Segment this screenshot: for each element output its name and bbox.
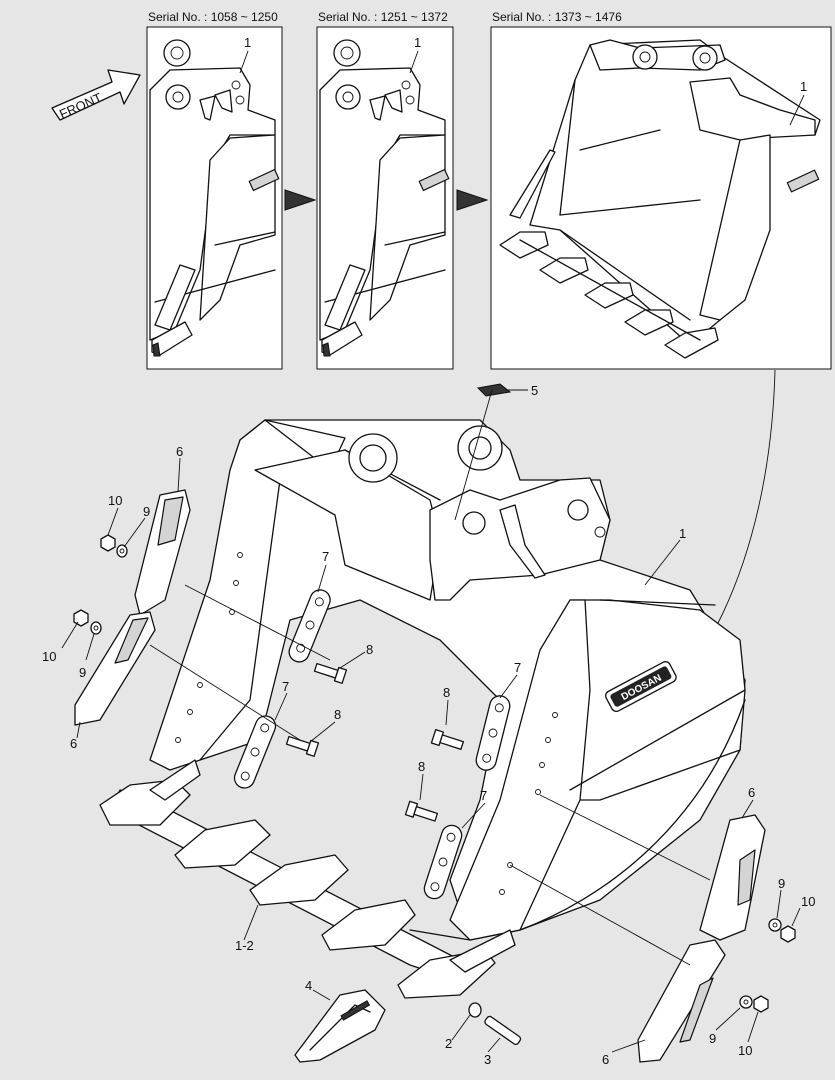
callout-10-upper-left: 10 <box>108 493 122 508</box>
tooth-3 <box>249 854 349 906</box>
callout-6-lower-left: 6 <box>70 736 77 751</box>
callout-7-b: 7 <box>282 679 289 694</box>
callout-1-2: 1-2 <box>235 938 254 953</box>
bucket-side-view-1 <box>149 39 280 357</box>
tooth-5 <box>397 929 516 999</box>
side-cutter-lower-right <box>637 939 726 1063</box>
callout-8-b: 8 <box>334 707 341 722</box>
callout-labels: 5 1 6 10 9 10 9 6 7 8 7 8 8 7 8 7 6 9 10… <box>42 383 815 1067</box>
callout-6-upper-right: 6 <box>748 785 755 800</box>
callout-7-c: 7 <box>514 660 521 675</box>
side-cutter-upper-right <box>699 814 766 941</box>
callout-1: 1 <box>679 526 686 541</box>
callout-7-a: 7 <box>322 549 329 564</box>
side-holes-right <box>499 712 558 895</box>
serial-panel-2: Serial No. : 1251 ~ 1372 1 <box>316 10 454 370</box>
callout-4: 4 <box>305 978 312 993</box>
callout-8-d: 8 <box>418 759 425 774</box>
callout-6-lower-right: 6 <box>602 1052 609 1067</box>
doosan-badge: DOOSAN <box>605 661 677 713</box>
bolts <box>285 662 465 822</box>
tooth-pin <box>484 1015 522 1046</box>
shim-part <box>476 383 512 397</box>
serial-panel-3: Serial No. : 1373 ~ 1476 1 <box>490 10 832 370</box>
panel-callout-1: 1 <box>244 35 251 50</box>
callout-9-upper-right: 9 <box>778 876 785 891</box>
retainer-washer <box>468 1002 482 1018</box>
bucket-teeth <box>99 759 516 999</box>
tooth-4 <box>321 899 416 951</box>
side-cutter-upper-left <box>134 489 191 616</box>
serial-header-2: Serial No. : 1251 ~ 1372 <box>318 10 448 24</box>
transition-arrow-1 <box>284 189 317 211</box>
callout-10-lower-left: 10 <box>42 649 56 664</box>
callout-8-c: 8 <box>443 685 450 700</box>
callout-9-lower-right: 9 <box>709 1031 716 1046</box>
bucket-front-view-3 <box>499 39 821 359</box>
callout-2: 2 <box>445 1036 452 1051</box>
tooth-1 <box>99 759 201 826</box>
side-cutter-lower-left <box>74 611 156 726</box>
callout-5: 5 <box>531 383 538 398</box>
main-bucket-assembly: DOOSAN <box>109 419 746 976</box>
front-direction-arrow: FRONT <box>51 69 141 122</box>
callout-10-upper-right: 10 <box>801 894 815 909</box>
front-label: FRONT <box>57 90 104 122</box>
callout-7-d: 7 <box>480 788 487 803</box>
callout-10-lower-right: 10 <box>738 1043 752 1058</box>
serial-panel-1: Serial No. : 1058 ~ 1250 1 <box>146 10 283 370</box>
panel-callout-3: 1 <box>800 79 807 94</box>
bucket-side-view-2 <box>319 39 450 357</box>
serial-header-3: Serial No. : 1373 ~ 1476 <box>492 10 622 24</box>
tooth-detail <box>294 989 386 1063</box>
serial-header-1: Serial No. : 1058 ~ 1250 <box>148 10 278 24</box>
callout-9-upper-left: 9 <box>143 504 150 519</box>
transition-arrow-2 <box>456 189 489 211</box>
washers-and-nuts <box>73 534 796 1013</box>
callout-3: 3 <box>484 1052 491 1067</box>
callout-8-a: 8 <box>366 642 373 657</box>
panel-callout-2: 1 <box>414 35 421 50</box>
tooth-2 <box>174 819 271 869</box>
callout-9-lower-left: 9 <box>79 665 86 680</box>
callout-6-upper-left: 6 <box>176 444 183 459</box>
leader-lines <box>61 389 801 1053</box>
